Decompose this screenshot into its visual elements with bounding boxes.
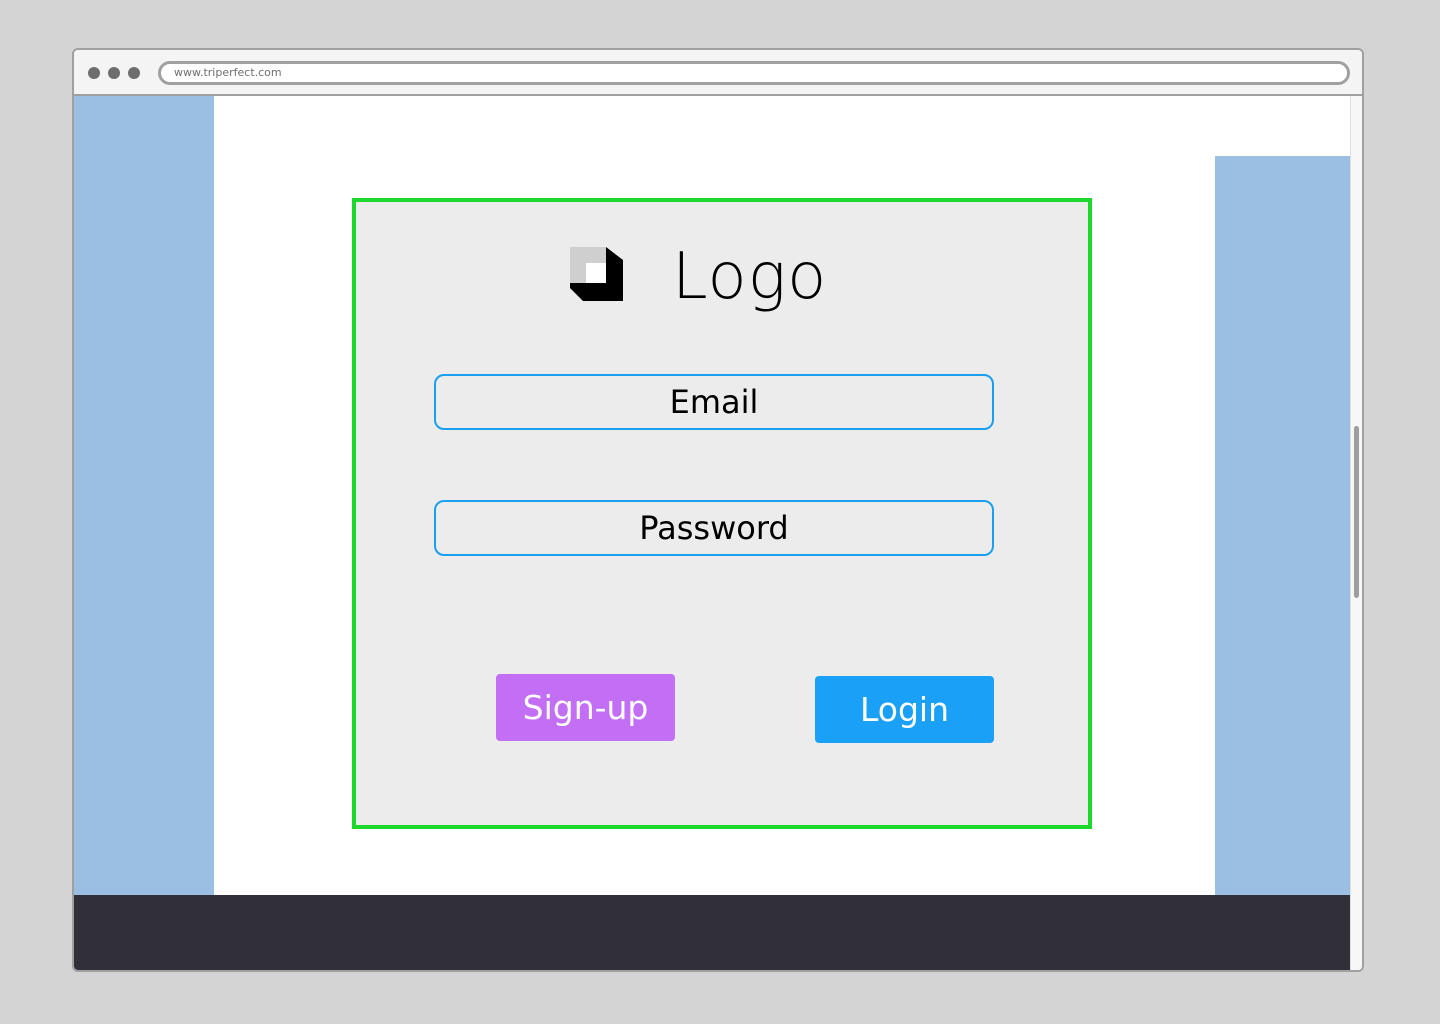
page-footer	[74, 895, 1352, 970]
window-minimize-dot[interactable]	[108, 67, 120, 79]
vertical-scrollbar[interactable]	[1350, 96, 1362, 970]
login-button[interactable]: Login	[815, 676, 994, 743]
login-card: Logo Sign-up Login	[352, 198, 1092, 829]
right-side-panel	[1215, 156, 1352, 896]
address-bar[interactable]: www.triperfect.com	[158, 61, 1350, 85]
scrollbar-thumb[interactable]	[1354, 426, 1359, 598]
window-maximize-dot[interactable]	[128, 67, 140, 79]
browser-title-bar: www.triperfect.com	[74, 50, 1362, 96]
left-side-panel	[74, 96, 214, 896]
logo-mark-icon	[570, 247, 623, 301]
signup-button[interactable]: Sign-up	[496, 674, 675, 741]
browser-window: www.triperfect.com Logo Sign-up Login	[72, 48, 1364, 972]
password-field[interactable]	[434, 500, 994, 556]
page-viewport: Logo Sign-up Login	[74, 96, 1352, 970]
email-field[interactable]	[434, 374, 994, 430]
window-close-dot[interactable]	[88, 67, 100, 79]
logo-text: Logo	[672, 240, 828, 314]
